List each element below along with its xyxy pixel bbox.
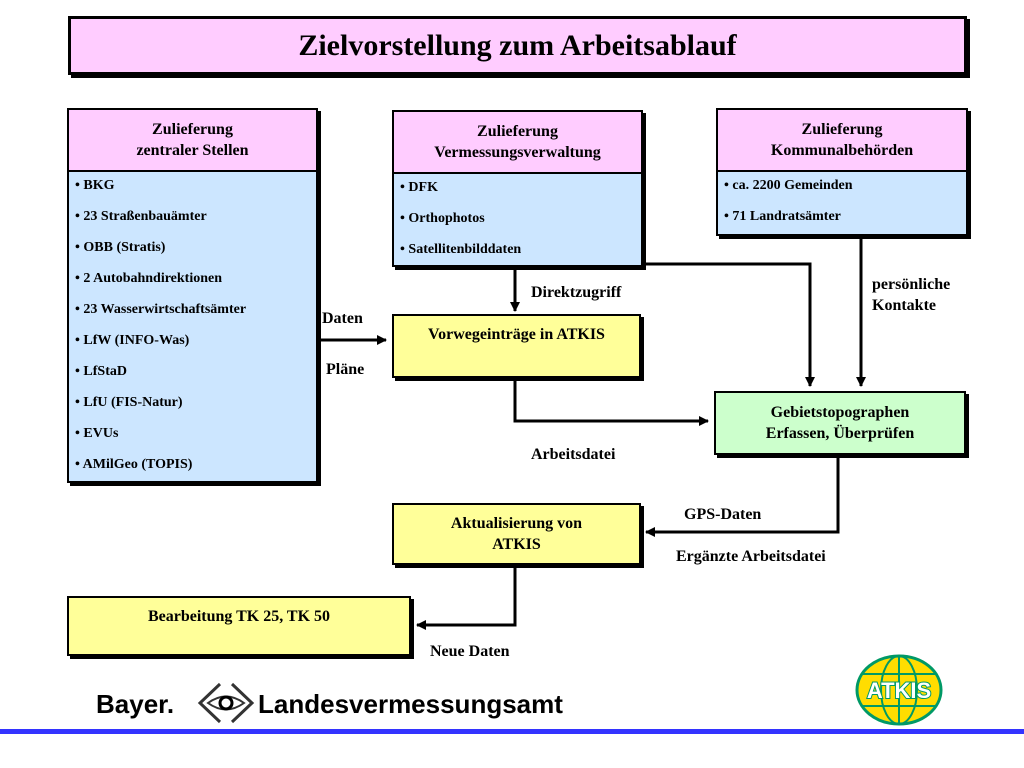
process-label: Vorwegeinträge in ATKIS [428, 326, 605, 343]
source-box-central-list: • BKG • 23 Straßenbauämter • OBB (Strati… [69, 172, 316, 481]
edge-label-arbeitsdatei: Arbeitsdatei [531, 446, 616, 463]
heading-line: Zulieferung [801, 121, 883, 138]
source-box-municipal-list: • ca. 2200 Gemeinden • 71 Landratsämter [718, 172, 966, 234]
edge-label-daten: Daten [322, 310, 363, 327]
heading-line: Vermessungsverwaltung [434, 144, 601, 161]
footer-org-part2: Landesvermessungsamt [258, 689, 563, 719]
source-box-survey-list: • DFK • Orthophotos • Satellitenbilddate… [394, 174, 641, 265]
list-item: • Orthophotos [400, 211, 485, 226]
list-item: • AMilGeo (TOPIS) [75, 457, 193, 472]
source-box-central-heading: Zulieferung zentraler Stellen [69, 110, 316, 172]
list-item: • LfStaD [75, 364, 127, 379]
list-item: • OBB (Stratis) [75, 240, 166, 255]
list-item: • 23 Wasserwirtschaftsämter [75, 302, 247, 317]
arrow-survey-to-topographers [641, 262, 815, 387]
edge-label-plaene: Pläne [326, 361, 365, 378]
heading-line: Zulieferung [477, 123, 558, 140]
list-item: • DFK [400, 180, 438, 195]
process-label: Gebietstopographen [770, 404, 910, 421]
list-item: • BKG [75, 178, 115, 193]
eye-logo-icon [197, 682, 255, 724]
edge-label-line: Kontakte [872, 297, 936, 314]
arrow-topographers-to-update [645, 455, 840, 537]
arrow-preentries-to-topographers [513, 377, 709, 426]
edge-label-persoenliche-kontakte: persönliche Kontakte [872, 274, 950, 316]
process-box-update: Aktualisierung von ATKIS [392, 503, 641, 565]
list-item: • 2 Autobahndirektionen [75, 271, 223, 286]
page-title: Zielvorstellung zum Arbeitsablauf [68, 16, 967, 75]
source-box-municipal-heading: Zulieferung Kommunalbehörden [718, 110, 966, 172]
heading-line: Kommunalbehörden [770, 142, 914, 159]
list-item: • ca. 2200 Gemeinden [724, 178, 853, 193]
source-box-survey: Zulieferung Vermessungsverwaltung • DFK … [392, 110, 643, 267]
atkis-logo-text: ATKIS [867, 678, 931, 703]
atkis-logo-icon: ATKIS [855, 654, 943, 726]
process-box-topographers: Gebietstopographen Erfassen, Überprüfen [714, 391, 966, 455]
edge-label-gps-daten: GPS-Daten [684, 506, 762, 523]
arrow-update-to-processing [416, 565, 517, 630]
list-item: • LfW (INFO-Was) [75, 333, 190, 348]
list-item: • EVUs [75, 426, 119, 441]
process-label: Bearbeitung TK 25, TK 50 [147, 608, 331, 625]
list-item: • Satellitenbilddaten [400, 242, 522, 257]
process-box-processing: Bearbeitung TK 25, TK 50 [67, 596, 411, 656]
process-label: ATKIS [492, 536, 541, 553]
process-label: Erfassen, Überprüfen [765, 425, 915, 442]
process-label: Aktualisierung von [450, 515, 583, 532]
edge-label-ergaenzte-arbeitsdatei: Ergänzte Arbeitsdatei [676, 548, 826, 565]
list-item: • 23 Straßenbauämter [75, 209, 207, 224]
edge-label-direktzugriff: Direktzugriff [531, 284, 622, 301]
source-box-central: Zulieferung zentraler Stellen • BKG • 23… [67, 108, 318, 483]
process-box-preentries: Vorwegeinträge in ATKIS [392, 314, 641, 378]
list-item: • 71 Landratsämter [724, 209, 841, 224]
source-box-municipal: Zulieferung Kommunalbehörden • ca. 2200 … [716, 108, 968, 236]
edge-label-neue-daten: Neue Daten [430, 643, 510, 660]
edge-label-line: persönliche [872, 276, 951, 293]
list-item: • LfU (FIS-Natur) [75, 395, 183, 410]
footer-org-part1: Bayer. [96, 689, 175, 719]
heading-line: zentraler Stellen [136, 142, 249, 159]
heading-line: Zulieferung [152, 121, 233, 138]
source-box-survey-heading: Zulieferung Vermessungsverwaltung [394, 112, 641, 174]
footer-divider [0, 729, 1024, 734]
